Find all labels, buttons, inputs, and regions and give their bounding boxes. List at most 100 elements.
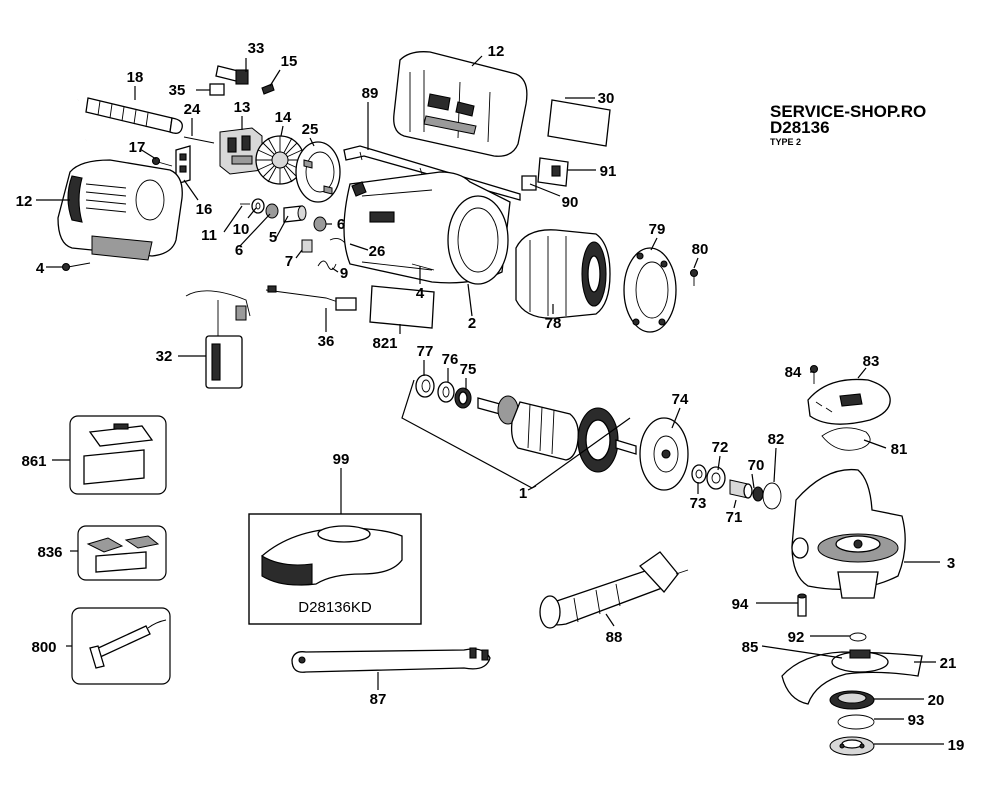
- motor-housing-part: [343, 171, 511, 285]
- side-handle-88-part: [539, 551, 689, 629]
- organizer-836: [77, 525, 167, 581]
- fan-part: [255, 135, 305, 185]
- model-type: TYPE 2: [770, 137, 801, 147]
- callout-10: 10: [233, 221, 250, 238]
- callout-70: 70: [748, 457, 765, 474]
- baffle-plate-part: [639, 417, 689, 491]
- callout-84: 84: [785, 364, 802, 381]
- callout-83: 83: [863, 353, 880, 370]
- callout-19: 19: [948, 737, 965, 754]
- callout-75: 75: [460, 361, 477, 378]
- callout-26: 26: [369, 243, 386, 260]
- rear-housing-part: [57, 159, 183, 261]
- callout-85: 85: [742, 639, 759, 656]
- callout-12-left: 12: [16, 193, 33, 210]
- callout-14: 14: [275, 109, 292, 126]
- baffle-part: [295, 141, 341, 203]
- brush-holder-part: [175, 145, 191, 185]
- cap-part: [209, 83, 225, 96]
- ring-70-part: [752, 486, 764, 502]
- switch-cover-91-part: [537, 157, 569, 187]
- callout-78: 78: [545, 315, 562, 332]
- callout-33: 33: [248, 40, 265, 57]
- washer-76-part: [437, 381, 455, 403]
- callout-1: 1: [519, 485, 527, 502]
- carry-case-861: [69, 415, 167, 495]
- callout-836: 836: [37, 544, 62, 561]
- callout-20: 20: [928, 692, 945, 709]
- header: SERVICE-SHOP.RO D28136 TYPE 2: [770, 102, 926, 147]
- callout-88: 88: [606, 629, 623, 646]
- callout-30: 30: [598, 90, 615, 107]
- callout-94: 94: [732, 596, 749, 613]
- bearing-77-part: [415, 374, 435, 398]
- callout-91: 91: [600, 163, 617, 180]
- callout-87: 87: [370, 691, 387, 708]
- switch-part: [219, 127, 263, 175]
- callout-24: 24: [184, 101, 201, 118]
- callout-6-lower: 6: [235, 242, 243, 259]
- callout-25: 25: [302, 121, 319, 138]
- electronic-module-part: [185, 290, 251, 389]
- callout-821: 821: [372, 335, 397, 352]
- callout-77: 77: [417, 343, 434, 360]
- spring-9-part: [317, 260, 337, 270]
- gear-head-part: [791, 468, 906, 599]
- spindle-lock-94-part: [797, 593, 807, 617]
- callout-99: 99: [333, 451, 350, 468]
- shop-title: SERVICE-SHOP.RO: [770, 102, 926, 121]
- callout-73: 73: [690, 495, 707, 512]
- cord-wire-part: [183, 136, 215, 144]
- callout-4-center: 4: [416, 285, 425, 302]
- grease-gun-800: [71, 607, 171, 685]
- screw-17-part: [151, 156, 173, 167]
- label-30-part: [547, 99, 611, 147]
- callout-93: 93: [908, 712, 925, 729]
- callout-17: 17: [129, 139, 146, 156]
- callout-15: 15: [281, 53, 298, 70]
- screw-4a-part: [61, 262, 91, 272]
- screw-80-part: [689, 268, 699, 286]
- callout-76: 76: [442, 351, 459, 368]
- wire-harness-part: [265, 285, 357, 311]
- kit-box-99: D28136KD: [248, 513, 422, 625]
- callout-861: 861: [21, 453, 46, 470]
- bearing-5-part: [283, 205, 307, 223]
- label-821-part: [369, 285, 435, 329]
- callout-89: 89: [362, 85, 379, 102]
- callout-7: 7: [285, 253, 293, 270]
- callout-72: 72: [712, 439, 729, 456]
- callout-80: 80: [692, 241, 709, 258]
- callout-16: 16: [196, 201, 213, 218]
- callout-18: 18: [127, 69, 144, 86]
- guard-21-part: [781, 649, 923, 705]
- nut-6b-part: [313, 216, 327, 232]
- leader-lines: [36, 55, 944, 745]
- end-bell-part: [623, 247, 677, 333]
- gear-cover-83-part: [807, 378, 891, 425]
- callout-71: 71: [726, 509, 743, 526]
- clip-7-part: [301, 239, 313, 253]
- callout-36: 36: [318, 333, 335, 350]
- callout-2: 2: [468, 315, 476, 332]
- callout-12-top: 12: [488, 43, 505, 60]
- callout-21: 21: [940, 655, 957, 672]
- ring-75-part: [454, 387, 472, 409]
- field-stator-part: [515, 229, 611, 319]
- callout-79: 79: [649, 221, 666, 238]
- ring-92-part: [849, 632, 867, 642]
- screw-4b-part: [411, 263, 435, 271]
- callout-92: 92: [788, 629, 805, 646]
- callout-6-right: 6: [337, 216, 345, 233]
- washer-72-part: [706, 466, 726, 490]
- armature-part: [477, 395, 637, 473]
- callout-11: 11: [201, 227, 217, 244]
- callout-13: 13: [234, 99, 251, 116]
- callout-800: 800: [31, 639, 56, 656]
- callout-90: 90: [562, 194, 579, 211]
- callout-74: 74: [672, 391, 689, 408]
- callout-81: 81: [891, 441, 908, 458]
- oring-82-part: [762, 482, 782, 510]
- flange-19-part: [829, 736, 875, 756]
- flange-20-part: [829, 690, 875, 710]
